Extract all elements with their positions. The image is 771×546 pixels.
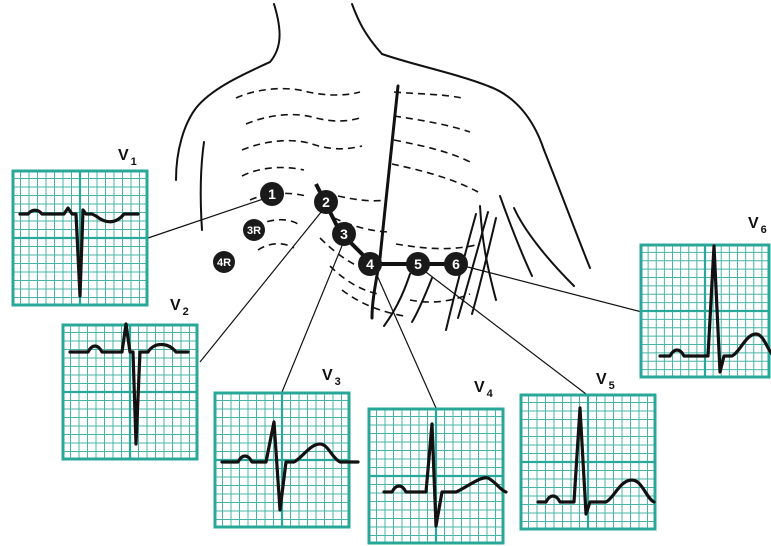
sternum-line <box>372 86 398 318</box>
hip-right <box>514 208 574 286</box>
electrode-4r: 4R <box>213 251 235 273</box>
connector-lines <box>148 196 642 408</box>
electrode-5: 5 <box>406 252 430 276</box>
electrode-3: 3 <box>332 222 356 246</box>
electrode-1-label: 1 <box>268 186 276 202</box>
electrode-4r-label: 4R <box>217 257 231 269</box>
electrode-3r-label: 3R <box>247 225 261 237</box>
shoulder-right <box>382 54 544 150</box>
ecg-strip-v3 <box>214 392 358 528</box>
neck-right <box>352 4 382 54</box>
rib-lower-2 <box>412 278 432 322</box>
electrode-6-label: 6 <box>452 256 460 272</box>
arm-left <box>201 142 204 230</box>
electrode-6: 6 <box>444 252 468 276</box>
electrode-5-label: 5 <box>414 256 422 272</box>
electrode-1: 1 <box>260 182 284 206</box>
connector-v4 <box>372 264 436 408</box>
neck-left <box>270 4 280 62</box>
ecg-strip-v6 <box>640 244 771 378</box>
electrode-4-label: 4 <box>366 256 374 272</box>
ecg-strip-v5 <box>520 394 656 530</box>
chest-right-edge <box>544 150 590 268</box>
ecg-strip-v4 <box>368 408 506 544</box>
electrode-2: 2 <box>314 190 338 214</box>
shoulder-left <box>176 62 270 180</box>
ecg-strip-v1 <box>12 170 148 306</box>
connector-v6 <box>456 264 642 312</box>
arm-inner-right <box>500 196 532 276</box>
connector-v5 <box>418 266 586 394</box>
axilla-line-4 <box>472 218 496 314</box>
ecg-strip-v2 <box>62 324 198 460</box>
electrode-4: 4 <box>358 252 382 276</box>
electrode-3r: 3R <box>243 219 265 241</box>
connector-v3 <box>282 236 346 392</box>
electrode-3-label: 3 <box>340 226 348 242</box>
electrode-2-label: 2 <box>322 194 330 210</box>
torso-outline <box>176 4 590 330</box>
